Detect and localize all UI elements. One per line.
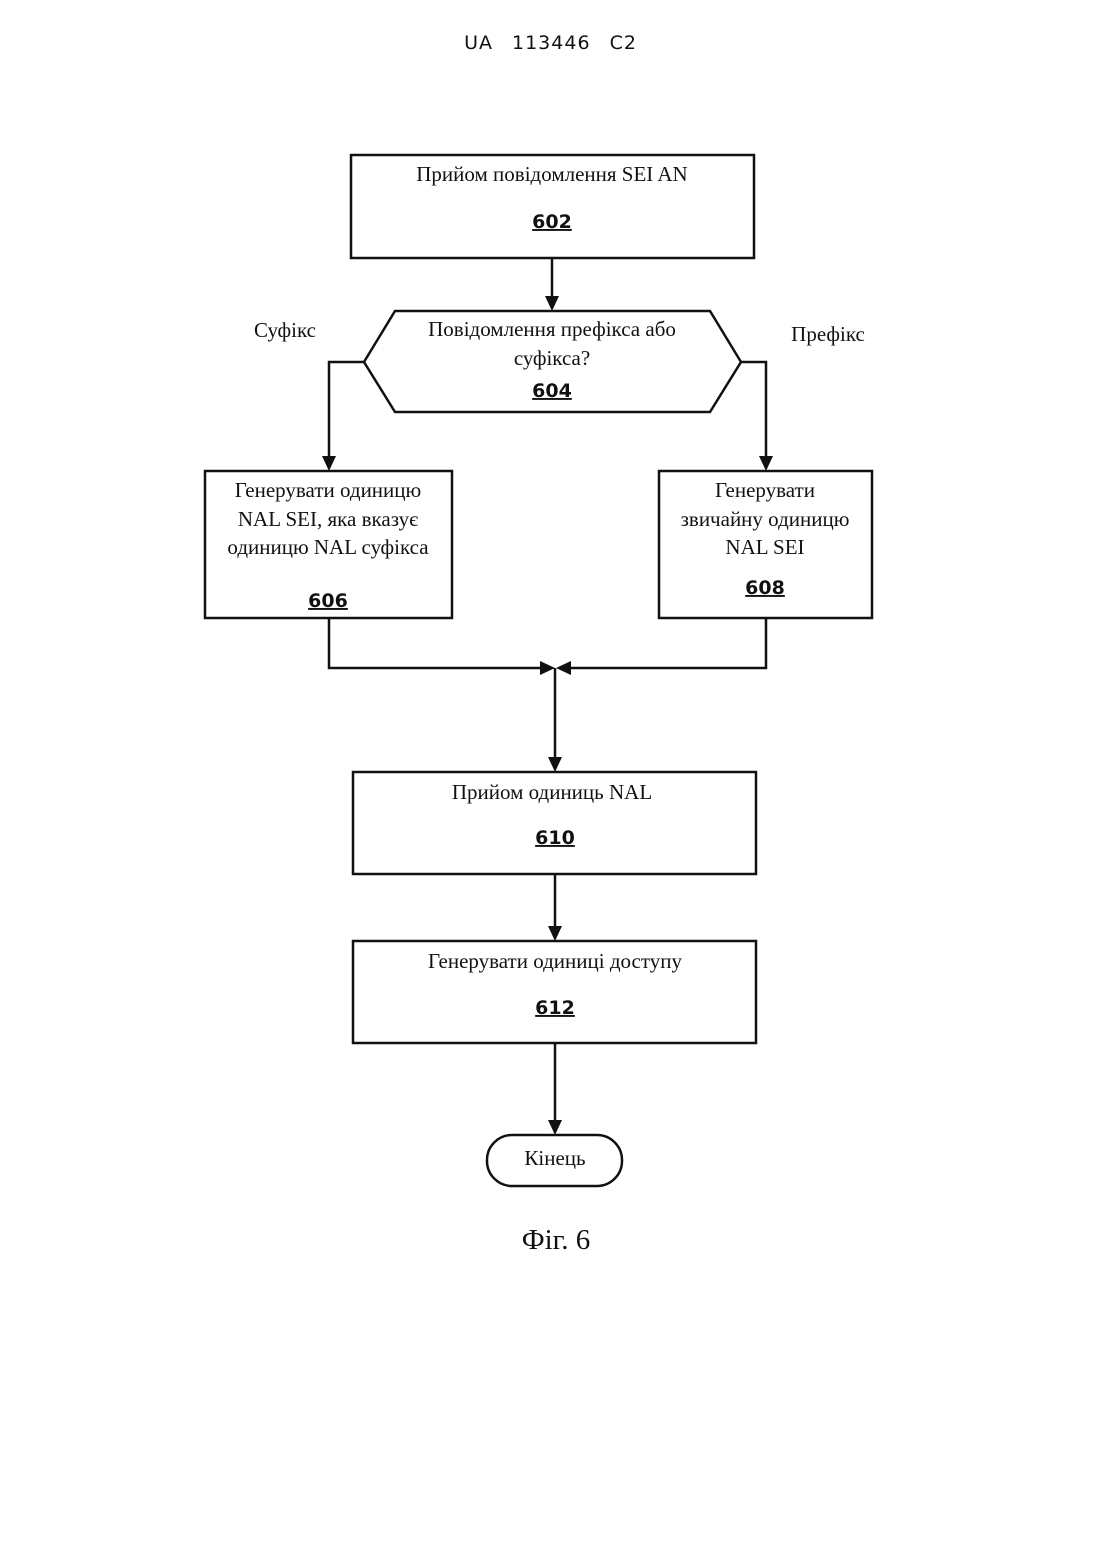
branch-label-suffix: Суфікс bbox=[254, 318, 316, 342]
node-602: Прийом повідомлення SEI AN 602 bbox=[351, 155, 754, 258]
node-602-number: 602 bbox=[532, 211, 572, 233]
arrowhead bbox=[548, 926, 562, 941]
arrowhead bbox=[548, 757, 562, 772]
connector-604-606 bbox=[329, 362, 364, 458]
arrowhead bbox=[556, 661, 571, 675]
node-606-label-line1: Генерувати одиницю bbox=[235, 478, 421, 502]
arrowhead bbox=[759, 456, 773, 471]
arrowhead bbox=[545, 296, 559, 311]
node-606: Генерувати одиницю NAL SEI, яка вказує о… bbox=[205, 471, 452, 618]
node-608-label-line1: Генерувати bbox=[715, 478, 815, 502]
node-610: Прийом одиниць NAL 610 bbox=[353, 772, 756, 874]
node-608: Генерувати звичайну одиницю NAL SEI 608 bbox=[659, 471, 872, 618]
node-604-decision: Повідомлення префікса або суфікса? 604 bbox=[364, 311, 741, 412]
node-610-label: Прийом одиниць NAL bbox=[452, 780, 652, 804]
node-608-number: 608 bbox=[745, 577, 785, 599]
node-602-label: Прийом повідомлення SEI AN bbox=[416, 162, 687, 186]
node-604-label-line1: Повідомлення префікса або bbox=[428, 317, 676, 341]
node-612-number: 612 bbox=[535, 997, 575, 1019]
node-606-label-line2: NAL SEI, яка вказує bbox=[238, 507, 418, 531]
connector-604-608 bbox=[741, 362, 766, 458]
node-608-label-line2: звичайну одиницю bbox=[681, 507, 850, 531]
arrowhead bbox=[322, 456, 336, 471]
figure-caption: Фіг. 6 bbox=[522, 1224, 591, 1256]
connector-606-merge bbox=[329, 618, 543, 668]
node-606-number: 606 bbox=[308, 590, 348, 612]
node-606-label-line3: одиницю NAL суфікса bbox=[227, 535, 429, 559]
node-604-number: 604 bbox=[532, 380, 572, 402]
node-608-label-line3: NAL SEI bbox=[725, 535, 804, 559]
node-610-number: 610 bbox=[535, 827, 575, 849]
branch-label-prefix: Префікс bbox=[791, 322, 865, 346]
arrowhead bbox=[540, 661, 555, 675]
node-end-terminator: Кінець bbox=[487, 1135, 622, 1186]
node-604-label-line2: суфікса? bbox=[514, 346, 590, 370]
node-612: Генерувати одиниці доступу 612 bbox=[353, 941, 756, 1043]
end-label: Кінець bbox=[524, 1146, 585, 1170]
connector-608-merge bbox=[568, 618, 766, 668]
arrowhead bbox=[548, 1120, 562, 1135]
node-612-label: Генерувати одиниці доступу bbox=[428, 949, 683, 973]
